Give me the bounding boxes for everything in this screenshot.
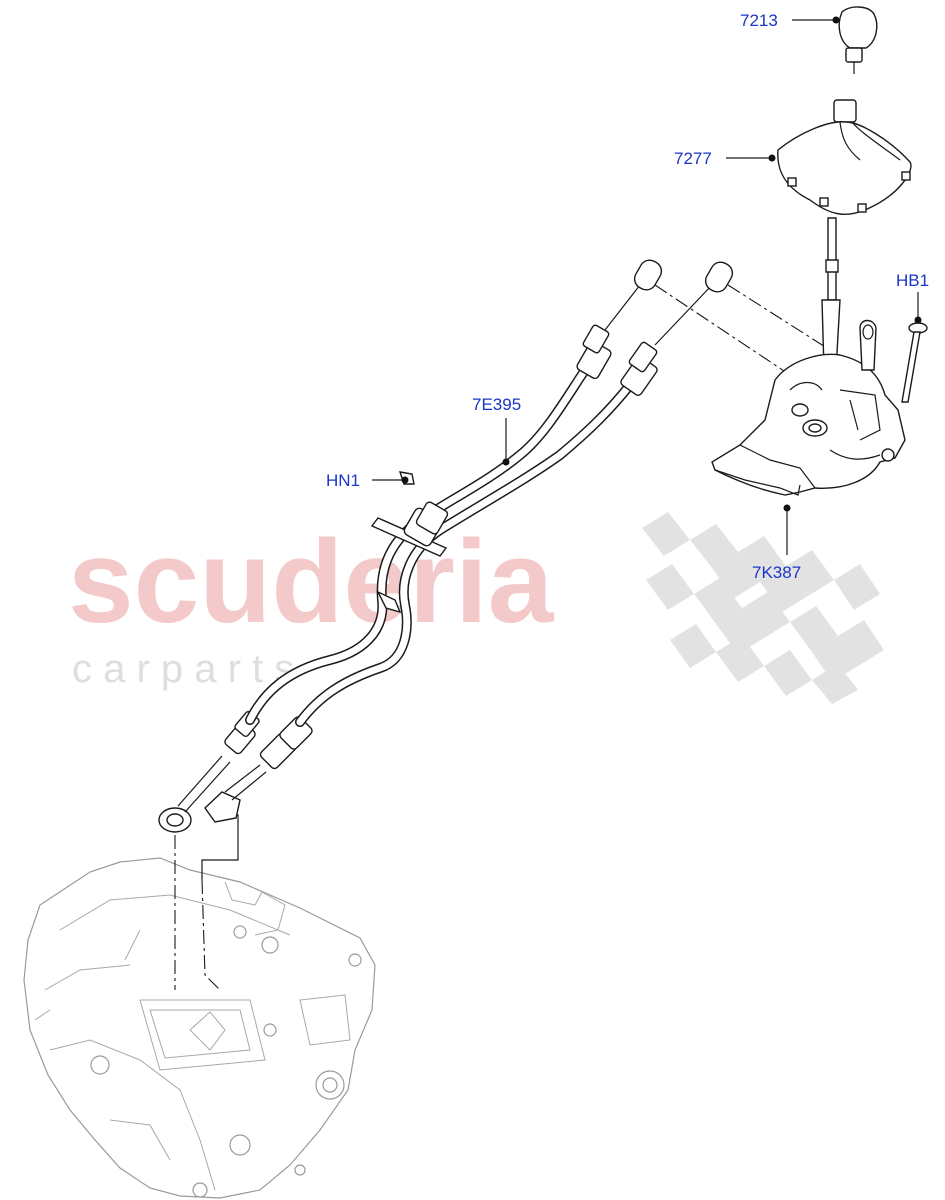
hb1-bolt	[901, 322, 928, 403]
leader-hn1	[372, 476, 409, 484]
watermark-tagline: c a r p a r t s	[72, 647, 294, 691]
link-line-select-to-lever	[727, 284, 831, 351]
gear-lever-rod	[821, 217, 841, 371]
select-cable-transmission-end	[204, 764, 267, 823]
callout-7213: 7213	[740, 11, 778, 30]
callout-7277: 7277	[674, 149, 712, 168]
watermark-brand: scuderia	[68, 516, 555, 648]
shift-cable-upper-rod	[604, 284, 641, 331]
watermark-checker-flag	[642, 512, 884, 704]
select-cable-upper-rod	[654, 284, 713, 346]
leader-7k387	[783, 504, 791, 555]
cable-bracket	[370, 501, 449, 614]
transmission-housing	[23, 857, 376, 1199]
shift-cable-upper-adjuster	[576, 324, 612, 380]
callout-7e395: 7E395	[472, 395, 521, 414]
gear-selector-housing	[711, 319, 906, 496]
select-cable-upper-eye	[704, 261, 734, 293]
link-line-select-end-lower	[201, 879, 221, 991]
leader-hb1	[914, 292, 922, 324]
leader-7213	[792, 16, 840, 24]
shift-cable-upper-eye	[633, 259, 663, 291]
leader-7277	[726, 154, 776, 162]
callout-hb1: HB1	[896, 271, 929, 290]
callout-7k387: 7K387	[752, 563, 801, 582]
select-cable-upper-adjuster	[620, 341, 658, 396]
shift-cable-transmission-end	[158, 755, 231, 833]
shift-gaiter	[777, 99, 912, 216]
select-cable-lower-adjuster	[259, 716, 313, 770]
gear-shift-cables	[245, 365, 635, 727]
leader-7e395	[502, 418, 510, 466]
shift-knob	[838, 6, 878, 74]
link-line-shift-to-lever	[654, 284, 791, 376]
callout-hn1: HN1	[326, 471, 360, 490]
link-line-select-end	[201, 814, 239, 880]
